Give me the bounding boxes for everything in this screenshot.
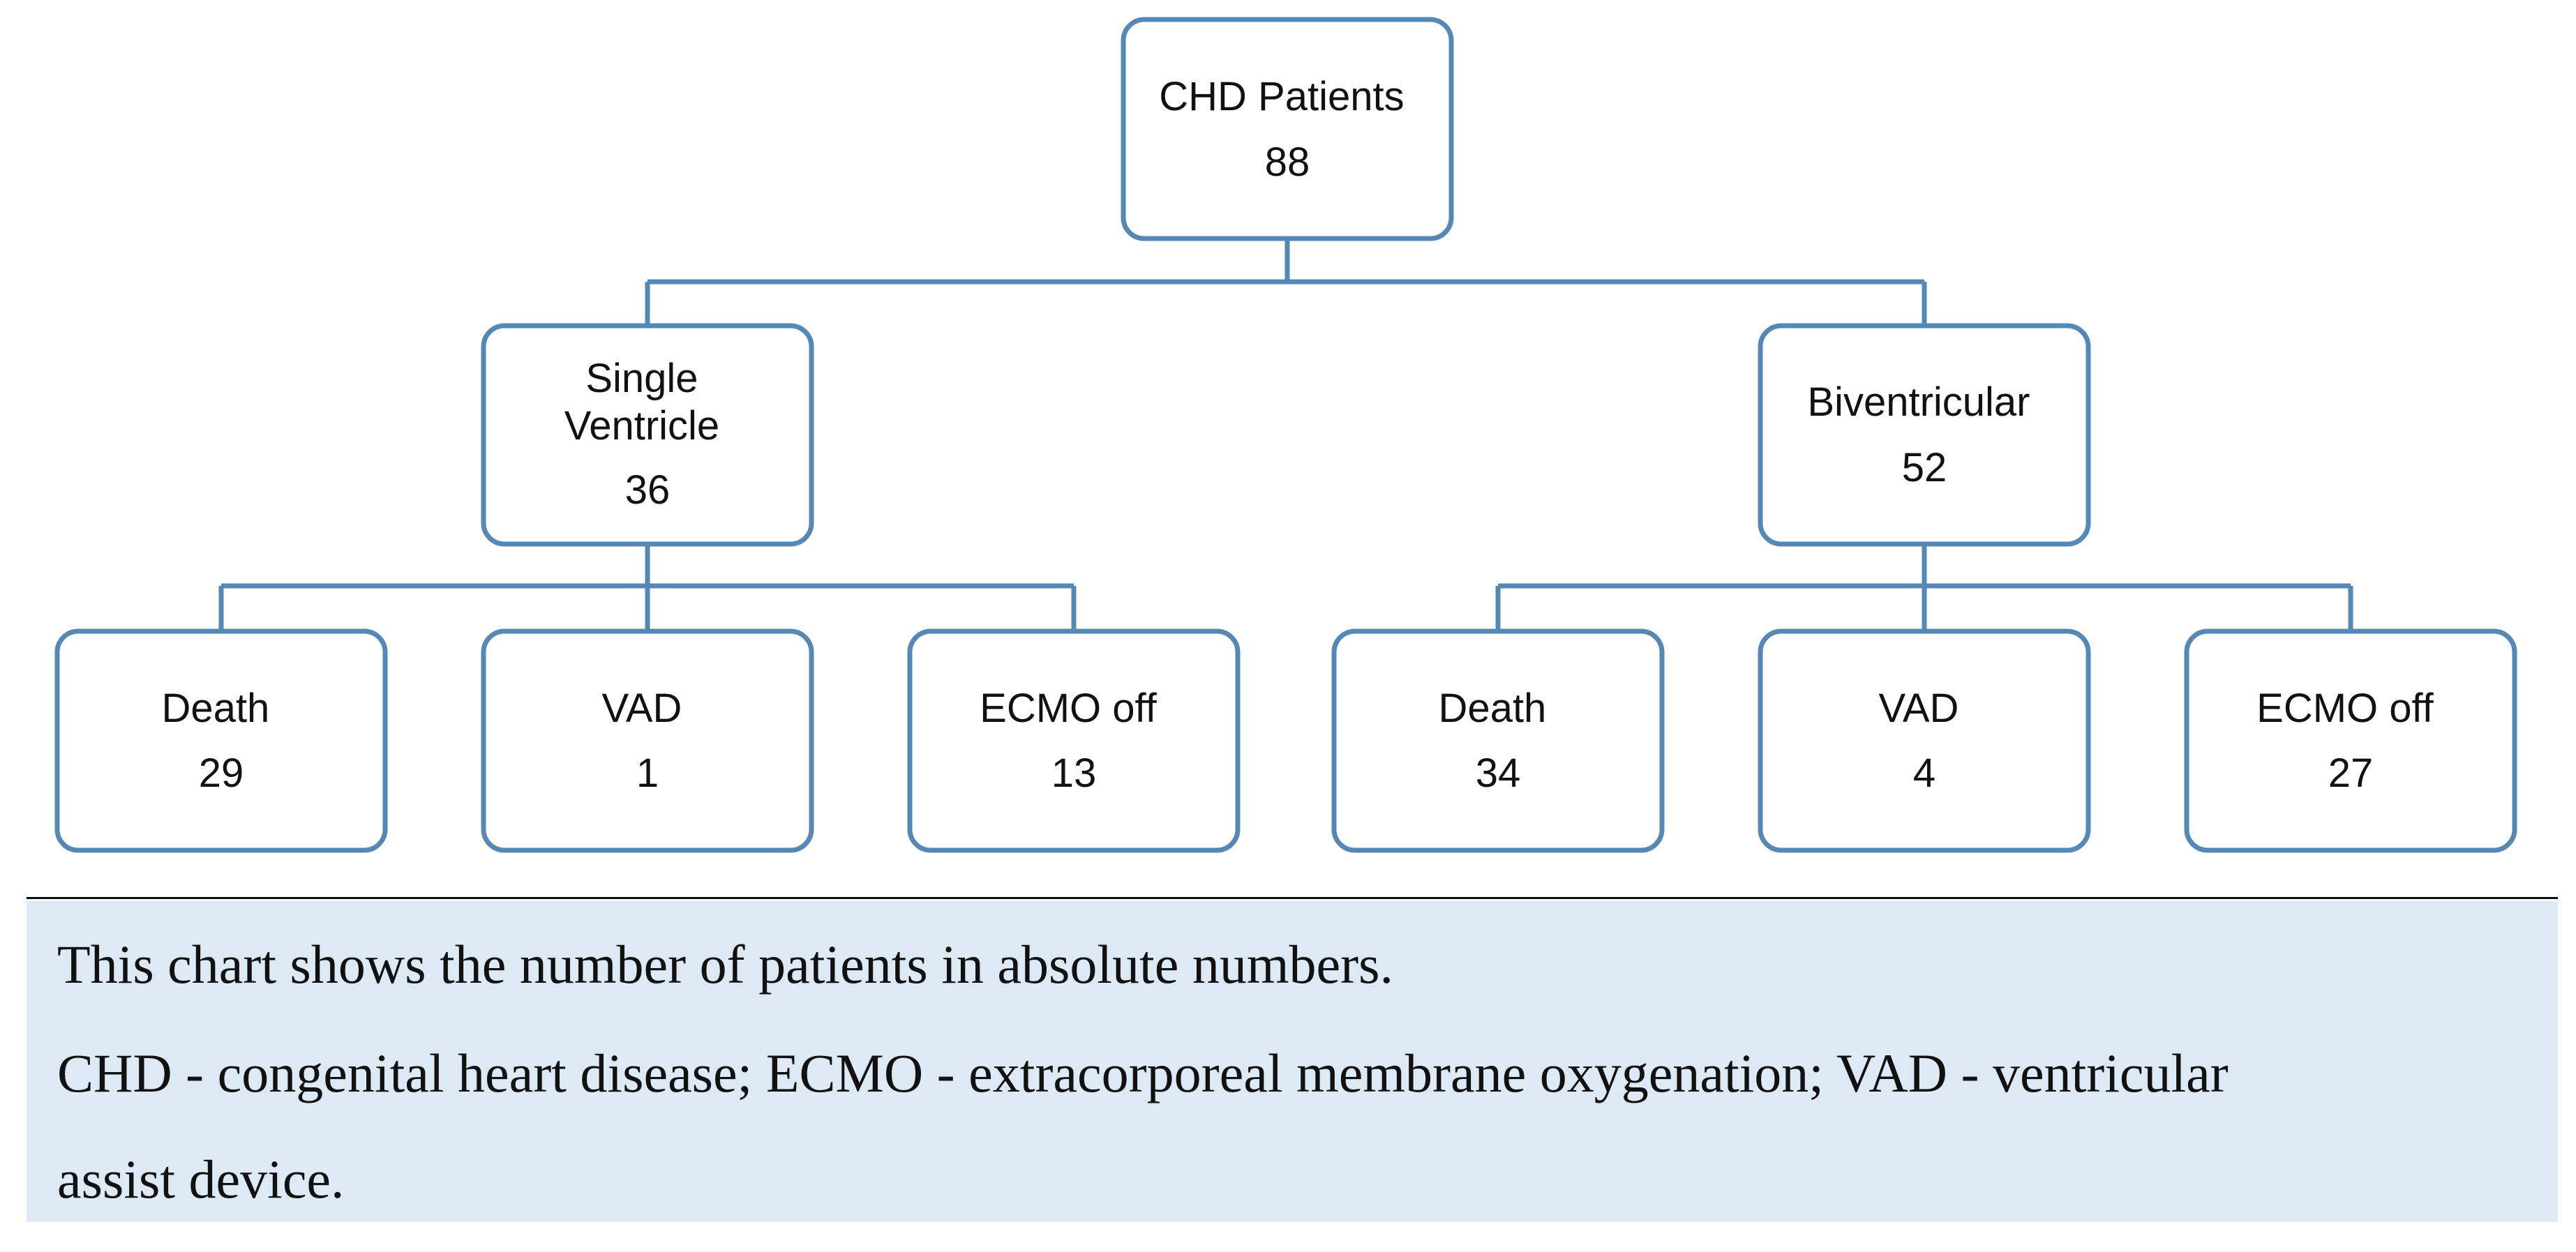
- node-title-line2: Ventricle: [564, 403, 719, 448]
- node-count: 1: [636, 751, 659, 796]
- node-bv-vad: VAD 4: [1758, 628, 2091, 853]
- node-title: Biventricular: [1807, 379, 2030, 425]
- node-sv-death: Death 29: [54, 628, 388, 853]
- node-label: ECMO off 27: [2256, 686, 2445, 796]
- node-title: Death: [162, 686, 270, 731]
- node-bv-death: Death 34: [1331, 628, 1665, 853]
- node-title: CHD Patients: [1159, 74, 1404, 119]
- node-title-line1: Single: [585, 356, 698, 401]
- node-label: Single Ventricle 36: [564, 356, 731, 513]
- node-box: [1331, 628, 1665, 853]
- node-count: 34: [1476, 751, 1521, 796]
- node-label: Death 34: [1439, 686, 1558, 796]
- node-count: 36: [625, 467, 671, 513]
- figure-note-panel: This chart shows the number of patients …: [27, 901, 2558, 1222]
- node-count: 4: [1913, 751, 1935, 796]
- node-count: 13: [1051, 751, 1097, 796]
- node-chd-patients: CHD Patients 88: [1121, 17, 1454, 241]
- node-count: 52: [1902, 445, 1947, 490]
- node-title: ECMO off: [2256, 686, 2434, 731]
- node-box: [54, 628, 388, 853]
- connector-biventricular-to-outcomes: [1495, 544, 2353, 631]
- node-box: [481, 323, 814, 547]
- node-label: VAD 4: [1878, 686, 1970, 796]
- node-count: 88: [1265, 139, 1310, 185]
- node-label: Death 29: [162, 686, 281, 796]
- node-bv-ecmo-off: ECMO off 27: [2184, 628, 2517, 853]
- node-biventricular: Biventricular 52: [1758, 323, 2091, 547]
- node-box: [2184, 628, 2517, 853]
- node-title: VAD: [1878, 686, 1959, 731]
- node-label: VAD 1: [601, 686, 693, 796]
- node-box: [1758, 323, 2091, 547]
- node-sv-ecmo-off: ECMO off 13: [907, 628, 1241, 853]
- node-box: [481, 628, 814, 853]
- flow-diagram: CHD Patients 88 Single Ventricle 36 Bive…: [54, 17, 2517, 853]
- divider-line: [27, 897, 2558, 899]
- node-title: ECMO off: [980, 686, 1157, 731]
- node-label: ECMO off 13: [980, 686, 1168, 796]
- connectors: [218, 239, 2353, 631]
- note-line-1: This chart shows the number of patients …: [57, 934, 1393, 995]
- node-box: [1121, 17, 1454, 241]
- node-sv-vad: VAD 1: [481, 628, 814, 853]
- node-label: Biventricular 52: [1807, 379, 2041, 490]
- node-box: [1758, 628, 2091, 853]
- node-title: Death: [1439, 686, 1547, 731]
- connector-root-to-groups: [645, 239, 1927, 326]
- connector-single-ventricle-to-outcomes: [218, 544, 1077, 631]
- node-box: [907, 628, 1241, 853]
- note-line-2: CHD - congenital heart disease; ECMO - e…: [57, 1043, 2229, 1103]
- node-title: VAD: [601, 686, 682, 731]
- node-label: CHD Patients 88: [1159, 74, 1415, 185]
- node-count: 29: [199, 751, 244, 796]
- note-line-3: assist device.: [57, 1149, 345, 1209]
- node-single-ventricle: Single Ventricle 36: [481, 323, 814, 547]
- node-count: 27: [2328, 751, 2374, 796]
